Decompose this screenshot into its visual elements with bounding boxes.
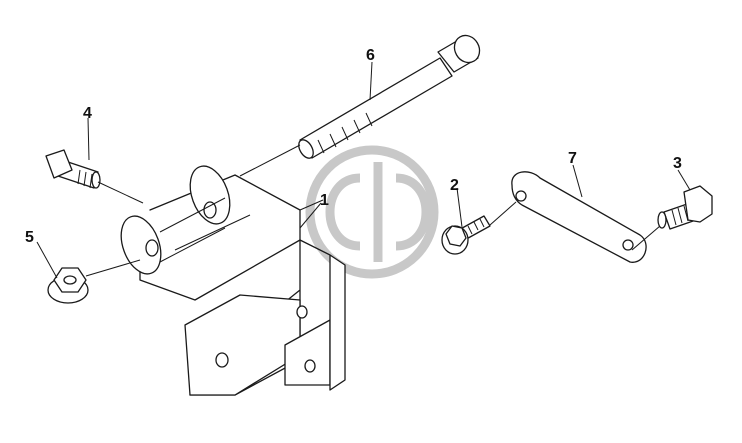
callout-1: 1 bbox=[320, 192, 329, 209]
part-4-bolt bbox=[45, 149, 101, 189]
callout-4: 4 bbox=[83, 105, 92, 122]
callout-3: 3 bbox=[673, 155, 682, 172]
part-2-flange-bolt bbox=[441, 215, 491, 255]
part-3-hex-bolt bbox=[657, 185, 713, 230]
part-6-long-bolt bbox=[298, 34, 481, 159]
callout-7: 7 bbox=[568, 150, 577, 167]
part-5-flange-nut bbox=[47, 267, 89, 304]
callout-5: 5 bbox=[25, 229, 34, 246]
callout-6: 6 bbox=[366, 47, 375, 64]
part-1-bracket bbox=[120, 165, 346, 396]
watermark-logo bbox=[305, 145, 439, 279]
leader-lines bbox=[36, 61, 691, 279]
callout-2: 2 bbox=[450, 177, 459, 194]
part-7-link-plate bbox=[511, 171, 647, 263]
callout-numbers: 1 2 3 4 5 6 7 bbox=[25, 47, 682, 246]
